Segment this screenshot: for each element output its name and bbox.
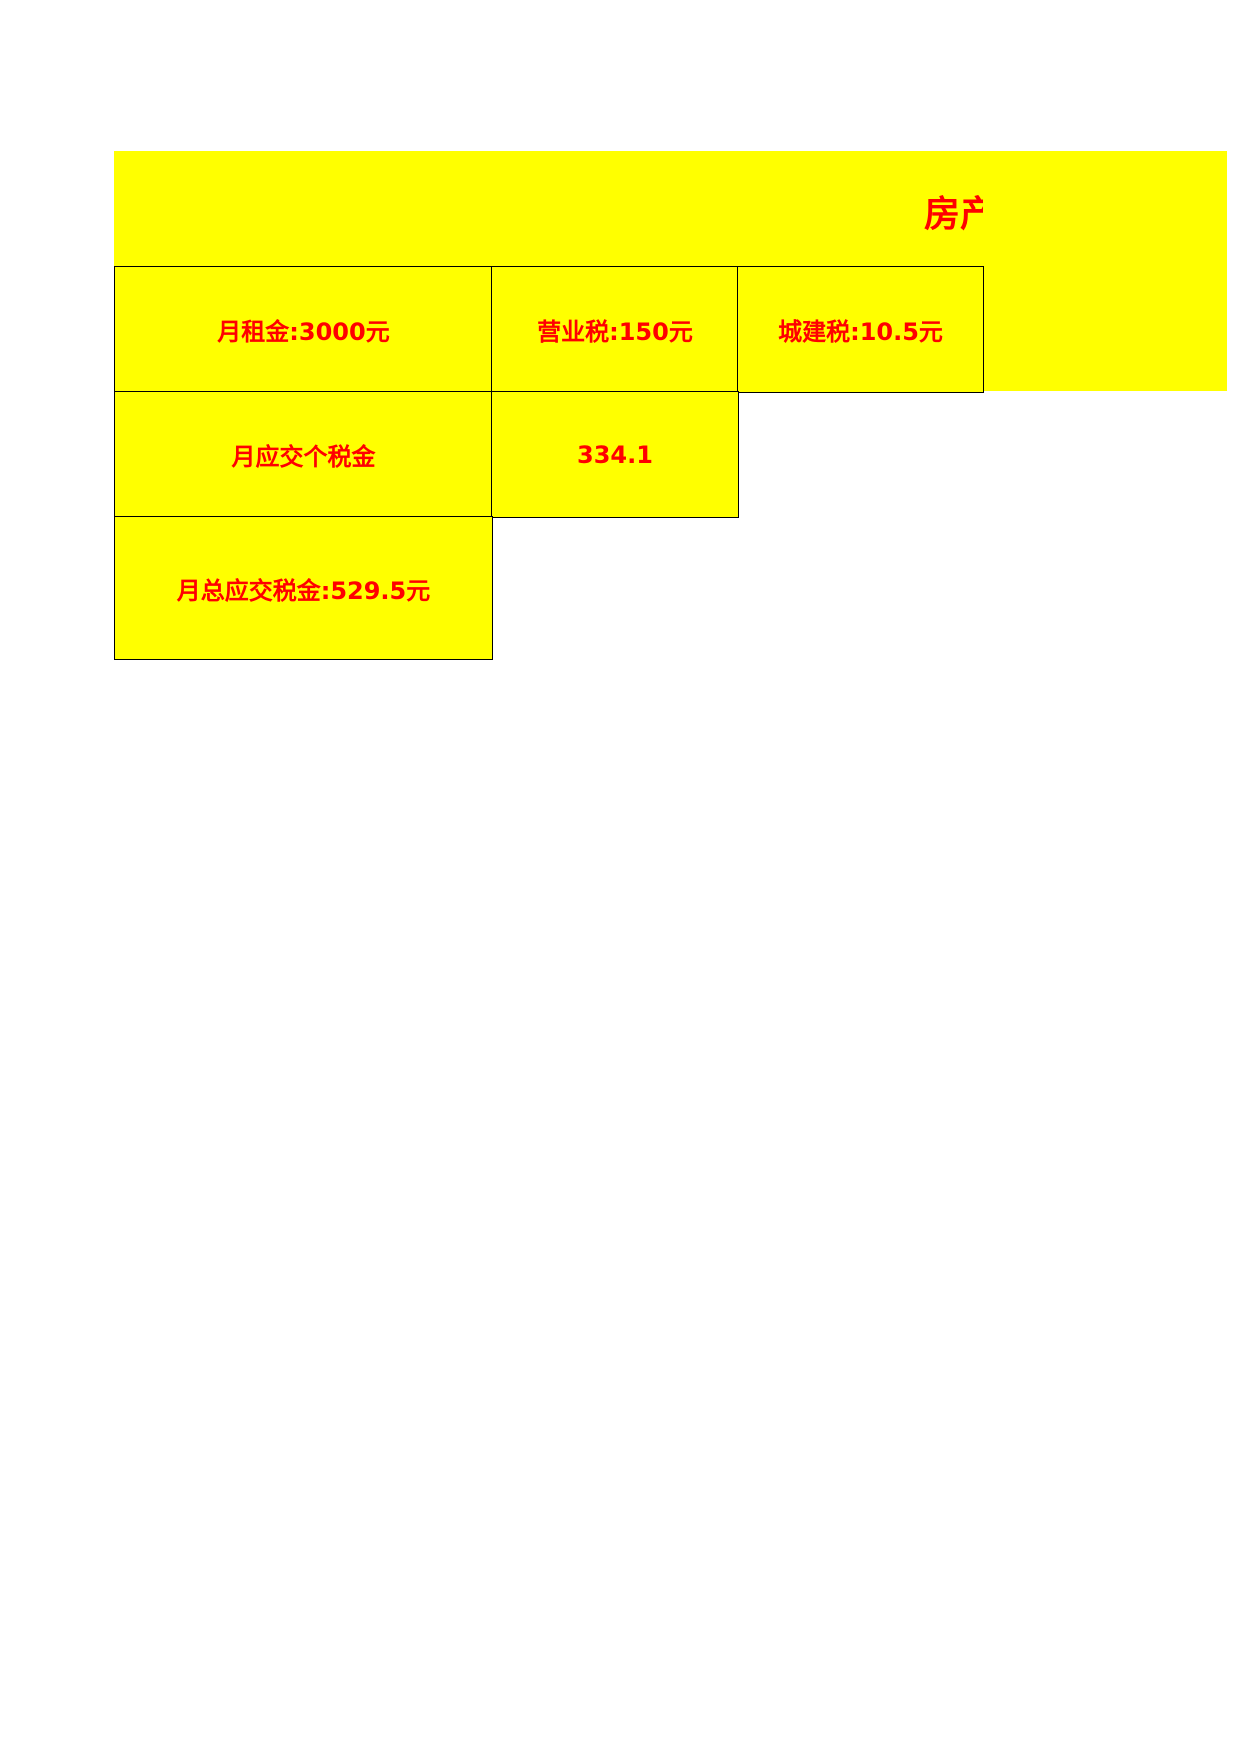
cell-city-tax: 城建税:10.5元 [737,266,984,393]
cell-income-tax-label: 月应交个税金 [114,391,493,518]
cell-business-tax: 营业税:150元 [491,266,739,393]
sheet-title: 房产 [924,194,983,235]
cell-income-tax-value: 334.1 [491,391,739,518]
cell-monthly-rent: 月租金:3000元 [114,266,493,393]
cell-total-tax: 月总应交税金:529.5元 [114,516,493,660]
title-cell: 房产 [114,151,983,266]
